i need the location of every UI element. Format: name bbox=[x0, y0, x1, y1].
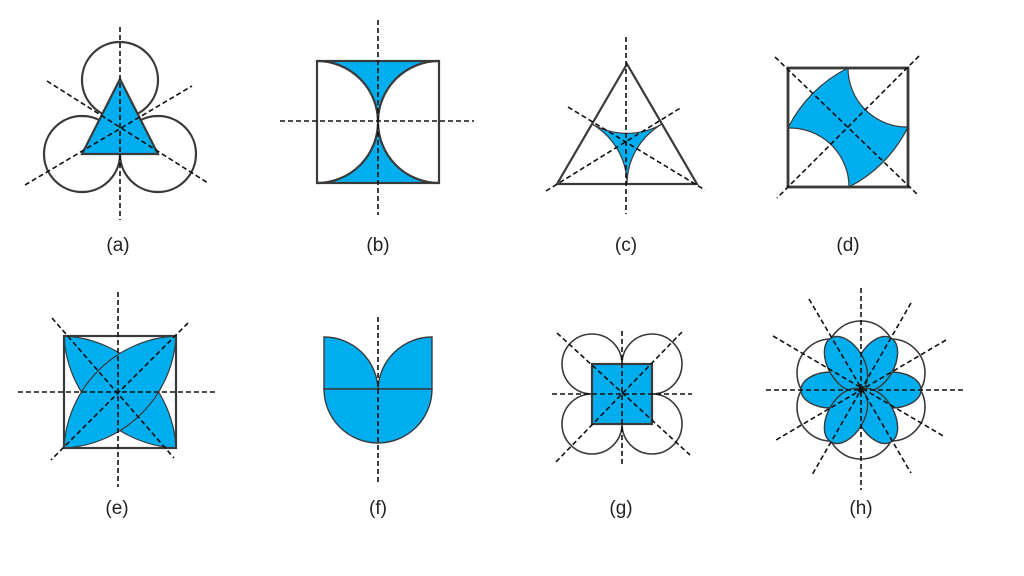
figure-f: (f) bbox=[323, 317, 433, 519]
tulip-right-petal bbox=[377, 336, 433, 390]
figure-label: (g) bbox=[609, 498, 632, 519]
axis-line bbox=[776, 55, 920, 199]
square bbox=[62, 334, 178, 450]
figure-c: (c) bbox=[545, 37, 706, 256]
figure-label: (f) bbox=[369, 498, 387, 519]
semicircle-right bbox=[376, 59, 440, 185]
square bbox=[786, 66, 910, 189]
axis-line bbox=[774, 56, 920, 197]
axis-line bbox=[50, 322, 189, 461]
curved-triangle bbox=[591, 123, 663, 185]
axis-line bbox=[51, 317, 175, 459]
shaded-region-top bbox=[317, 61, 439, 122]
figure-label: (b) bbox=[366, 235, 389, 256]
figure-e: (e) bbox=[18, 292, 217, 519]
figure-label: (e) bbox=[105, 498, 128, 519]
figure-a: (a) bbox=[24, 27, 209, 256]
axis-line bbox=[554, 331, 683, 464]
axis-line bbox=[556, 332, 691, 456]
figure-label: (a) bbox=[106, 235, 129, 256]
figure-g: (g) bbox=[552, 331, 692, 519]
axis-line bbox=[772, 335, 946, 438]
axis-line bbox=[567, 106, 706, 191]
tulip-left-petal bbox=[323, 336, 379, 390]
figure-b: (b) bbox=[280, 20, 474, 256]
figure-label: (c) bbox=[615, 235, 637, 256]
center-point bbox=[858, 387, 864, 393]
figure-h: (h) bbox=[766, 288, 965, 519]
figure-label: (d) bbox=[836, 235, 859, 256]
figure-d: (d) bbox=[774, 55, 920, 256]
axis-line bbox=[545, 106, 683, 192]
axis-line bbox=[808, 298, 912, 474]
axis-line bbox=[24, 85, 193, 186]
figure-label: (h) bbox=[849, 498, 872, 519]
